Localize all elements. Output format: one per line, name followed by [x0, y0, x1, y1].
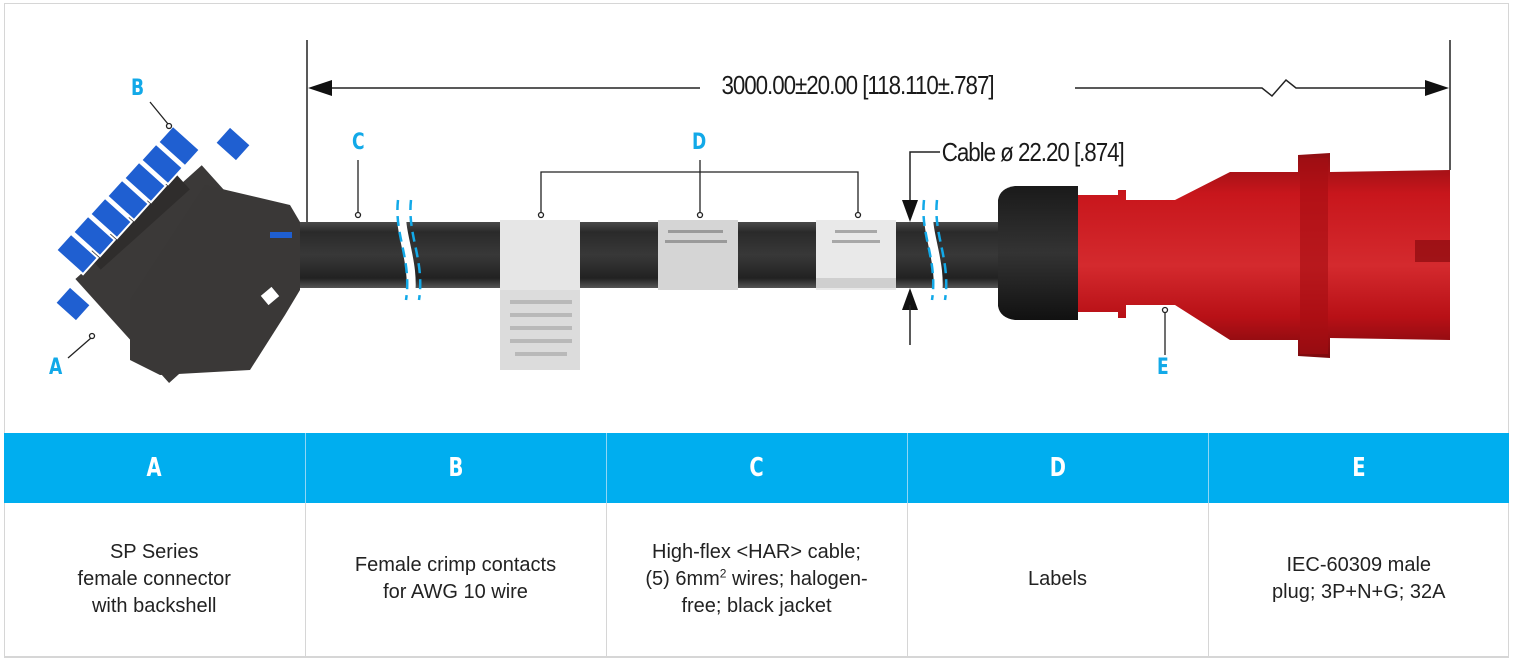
- backshell: [130, 185, 300, 375]
- spec-header-d: D: [906, 433, 1208, 503]
- spec-header-e: E: [1207, 433, 1509, 503]
- spec-header-b: B: [304, 433, 606, 503]
- plug-boot: [998, 186, 1078, 320]
- drawing-svg: [53, 40, 1451, 383]
- backshell-window: [260, 286, 280, 306]
- component-spec-table: A B C D E SP Series female connector wit…: [4, 433, 1509, 657]
- callout-e: E: [1157, 355, 1169, 380]
- cable-segment: [738, 222, 816, 288]
- spec-desc-d: Labels: [906, 503, 1208, 657]
- spec-header-c: C: [605, 433, 907, 503]
- callout-a: A: [49, 355, 63, 380]
- cable-diameter-dimension: [902, 151, 940, 345]
- arrow-left-icon: [308, 80, 332, 96]
- spec-desc-b: Female crimp contacts for AWG 10 wire: [304, 503, 606, 657]
- overall-length-label: 3000.00±20.00 [118.110±.787]: [718, 70, 997, 101]
- leader-b: [149, 101, 169, 125]
- callout-b: B: [131, 76, 145, 101]
- arrow-right-icon: [1425, 80, 1449, 96]
- length-dimension-line: [308, 78, 1449, 98]
- cable-break-mark-left: [396, 199, 422, 303]
- callout-c: C: [352, 130, 365, 155]
- iec-plug-body: [1078, 153, 1450, 358]
- spec-desc-e: IEC-60309 male plug; 3P+N+G; 32A: [1207, 503, 1509, 657]
- cable-break-mark-right: [922, 199, 948, 303]
- cable-segment: [580, 222, 658, 288]
- cable-assembly-drawing: 3000.00±20.00 [118.110±.787] Cable ø 22.…: [49, 40, 1451, 383]
- callout-d: D: [692, 130, 707, 155]
- leader-a: [67, 337, 92, 359]
- spec-description-row: SP Series female connector with backshel…: [4, 503, 1509, 657]
- arrow-down-icon: [902, 200, 918, 222]
- spec-desc-c: High-flex <HAR> cable; (5) 6mm2 wires; h…: [605, 503, 907, 657]
- cable-segment: [896, 222, 1001, 288]
- spec-desc-a: SP Series female connector with backshel…: [4, 503, 305, 657]
- cable-diameter-label: Cable ø 22.20 [.874]: [940, 137, 1126, 168]
- spec-header-row: A B C D E: [4, 433, 1509, 503]
- label-sleeve-1: [500, 220, 580, 290]
- spec-header-a: A: [4, 433, 305, 503]
- arrow-up-icon: [902, 288, 918, 310]
- crimp-contacts: [53, 124, 253, 323]
